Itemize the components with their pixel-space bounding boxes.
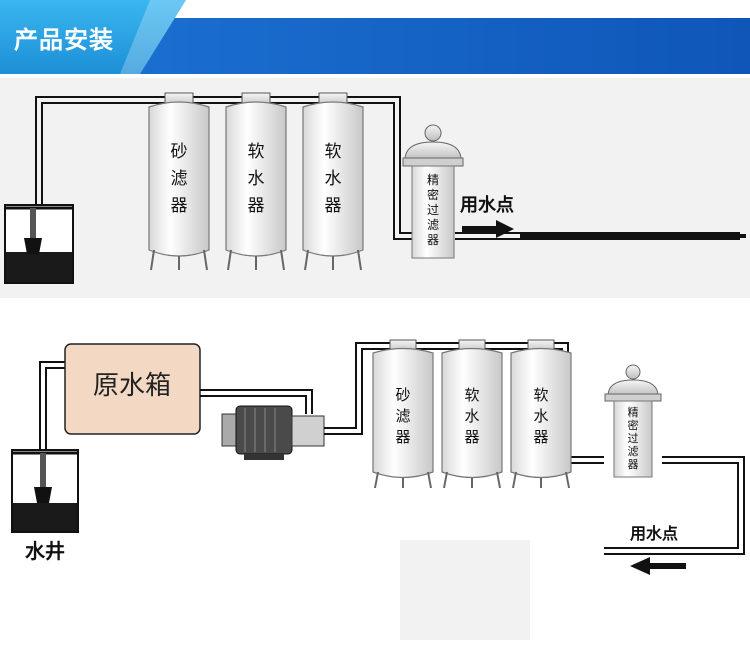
tank-1-1: 砂 滤 器	[148, 92, 210, 271]
header-banner	[0, 0, 750, 74]
filter-label: 密	[427, 187, 439, 202]
outlet-label-2: 用水点	[630, 524, 678, 543]
tank-label: 软	[464, 386, 479, 404]
tank-label: 软	[325, 142, 342, 162]
raw-tank-label: 原水箱	[93, 371, 171, 401]
well-2	[11, 449, 79, 533]
page-title: 产品安装	[14, 26, 114, 54]
tank-label: 器	[325, 196, 342, 216]
pump-icon	[221, 405, 325, 460]
tank-label: 器	[395, 428, 410, 446]
tank-label: 软	[533, 386, 548, 404]
well-label: 水井	[25, 539, 65, 563]
precision-filter-1: 精 密 过 滤 器	[402, 124, 464, 259]
filter-label: 精	[427, 173, 439, 187]
arrow-left-icon	[630, 557, 686, 575]
system1: 砂 滤 器 软 水 器 软 水 器	[4, 92, 746, 284]
tank-label: 水	[248, 169, 265, 189]
tank-label: 器	[248, 196, 265, 216]
arrow-right-icon	[462, 220, 514, 238]
tank-2-3: 软 水 器	[510, 339, 572, 489]
panel-system1	[0, 78, 750, 298]
tank-label: 水	[464, 407, 479, 425]
pump-bucket-icon	[24, 238, 42, 254]
tank-2-2: 软 水 器	[441, 339, 503, 489]
precision-filter-2: 精 密 过 滤 器	[604, 364, 662, 478]
tank-label: 滤	[395, 407, 410, 425]
tank-2-1: 砂 滤 器	[372, 339, 434, 489]
panel-fade	[400, 540, 530, 640]
tank-label: 水	[533, 407, 548, 425]
tank-label: 软	[248, 142, 265, 162]
tank-label: 器	[464, 428, 479, 446]
filter-label: 密	[628, 418, 639, 432]
filter-label: 器	[628, 458, 639, 471]
filter-label: 精	[628, 406, 639, 419]
tank-label: 滤	[171, 169, 188, 189]
filter-label: 过	[628, 432, 639, 445]
filter-label: 过	[427, 203, 439, 217]
tank-label: 砂	[171, 142, 188, 162]
tank-label: 砂	[395, 386, 410, 404]
filter-label: 滤	[427, 218, 439, 232]
pump-bucket-icon	[34, 487, 52, 503]
filter-label: 器	[427, 233, 439, 247]
process-diagram: 砂 滤 器 软 水 器 软 水 器	[0, 78, 750, 650]
well-1	[4, 204, 74, 284]
tank-1-2: 软 水 器	[225, 92, 287, 271]
header-title-block	[0, 0, 186, 74]
filter-label: 滤	[628, 445, 639, 458]
tank-1-3: 软 水 器	[302, 92, 364, 271]
tank-label: 器	[171, 196, 188, 216]
outlet-label-1: 用水点	[460, 194, 514, 216]
system2: 水井 原水箱	[11, 339, 745, 575]
tank-label: 器	[533, 428, 548, 446]
tank-label: 水	[325, 169, 342, 189]
header-blue-bar	[130, 18, 750, 74]
